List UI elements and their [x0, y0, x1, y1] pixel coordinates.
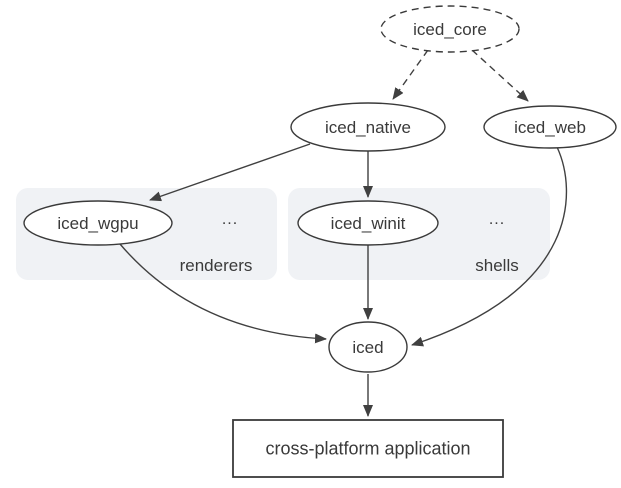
- edge-iced-native-to-iced-wgpu: [149, 143, 311, 202]
- edge-iced-core-to-iced-native: [392, 49, 429, 100]
- node-iced-wgpu: iced_wgpu: [23, 200, 173, 246]
- edges: [119, 49, 568, 417]
- node-iced-web-shape: [483, 105, 617, 149]
- node-iced-wgpu-shape: [23, 200, 173, 246]
- node-application: cross-platform application: [232, 419, 504, 478]
- group-renderers-ellipsis: ...: [222, 211, 238, 228]
- node-iced-winit: iced_winit: [297, 200, 439, 246]
- node-iced-core-label: iced_core: [413, 20, 487, 39]
- node-iced-core: iced_core: [380, 5, 520, 53]
- node-iced-shape: [328, 321, 408, 373]
- node-application-shape: [232, 419, 504, 478]
- edge-iced-web-to-iced: [411, 146, 568, 347]
- node-iced-web: iced_web: [483, 105, 617, 149]
- node-iced-wgpu-label: iced_wgpu: [57, 214, 138, 233]
- group-shells-label: shells: [475, 256, 518, 275]
- edge-iced-core-to-iced-web: [471, 49, 529, 102]
- node-iced-web-label: iced_web: [514, 118, 586, 137]
- edge-iced-wgpu-to-iced: [119, 243, 327, 344]
- node-iced-winit-label: iced_winit: [331, 214, 406, 233]
- node-iced-core-shape: [380, 5, 520, 53]
- node-iced-native-label: iced_native: [325, 118, 411, 137]
- node-application-label: cross-platform application: [265, 438, 470, 458]
- node-iced-winit-shape: [297, 200, 439, 246]
- node-iced-native: iced_native: [290, 102, 446, 152]
- group-renderers-label: renderers: [180, 256, 253, 275]
- node-iced-label: iced: [352, 338, 383, 357]
- node-iced-native-shape: [290, 102, 446, 152]
- group-shells-ellipsis: ...: [489, 211, 505, 228]
- node-iced: iced: [328, 321, 408, 373]
